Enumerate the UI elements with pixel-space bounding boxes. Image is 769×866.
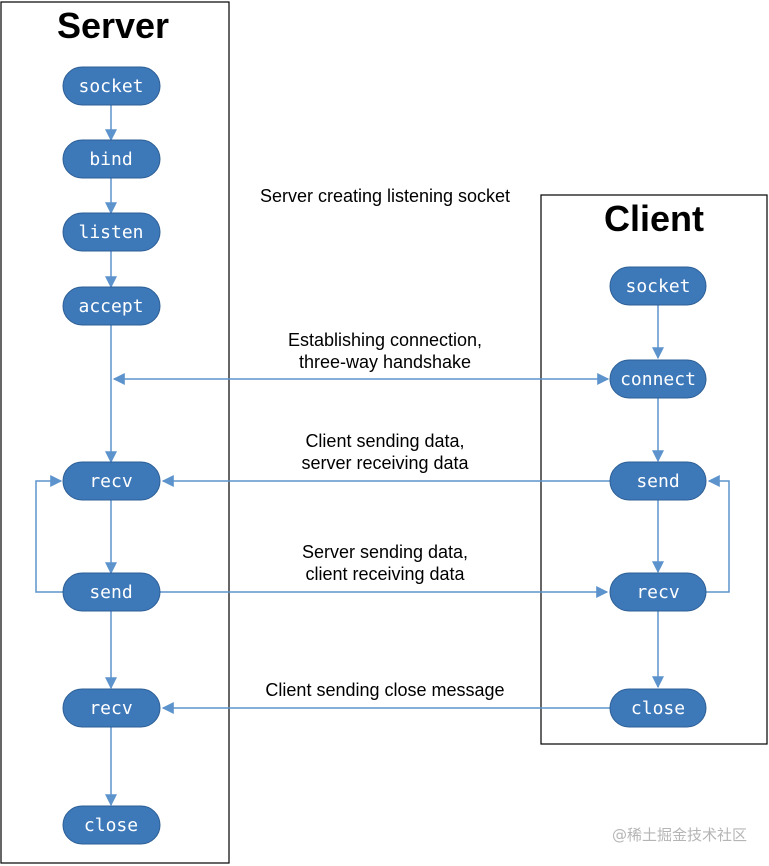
label-handshake-line1: Establishing connection,	[288, 330, 482, 350]
svg-text:socket: socket	[625, 276, 690, 297]
svg-text:bind: bind	[89, 149, 132, 170]
svg-text:accept: accept	[78, 296, 143, 317]
client-panel	[540, 194, 768, 745]
server-socket-node: socket	[62, 66, 161, 106]
label-server-send-line1: Server sending data,	[302, 542, 468, 562]
label-handshake-line2: three-way handshake	[299, 352, 471, 372]
svg-text:send: send	[89, 582, 132, 603]
svg-text:socket: socket	[78, 76, 143, 97]
svg-text:recv: recv	[636, 582, 679, 603]
svg-text:close: close	[631, 698, 685, 719]
server-close-node: close	[62, 805, 161, 845]
svg-text:send: send	[636, 471, 679, 492]
server-recv-node: recv	[62, 461, 161, 501]
client-close-node: close	[609, 688, 707, 728]
server-accept-node: accept	[62, 286, 161, 326]
label-close-message: Client sending close message	[265, 680, 504, 700]
edge-server-loop	[35, 475, 63, 593]
client-socket-node: socket	[609, 266, 707, 306]
client-connect-node: connect	[609, 359, 707, 399]
server-panel	[0, 1, 230, 864]
client-send-node: send	[609, 461, 707, 501]
label-server-send-line2: client receiving data	[305, 564, 465, 584]
server-listen-node: listen	[62, 212, 161, 252]
edge-client-loop	[706, 475, 730, 593]
label-client-send-line1: Client sending data,	[305, 431, 464, 451]
server-bind-node: bind	[62, 139, 161, 179]
svg-text:connect: connect	[620, 369, 696, 390]
svg-text:close: close	[84, 815, 138, 836]
svg-text:recv: recv	[89, 471, 132, 492]
client-recv-node: recv	[609, 572, 707, 612]
watermark: @稀土掘金技术社区	[612, 826, 747, 844]
svg-text:recv: recv	[89, 698, 132, 719]
svg-text:listen: listen	[78, 222, 143, 243]
server-title: Server	[57, 5, 169, 46]
server-send-node: send	[62, 572, 161, 612]
server-recv2-node: recv	[62, 688, 161, 728]
label-listening-socket: Server creating listening socket	[260, 186, 510, 206]
client-title: Client	[604, 198, 704, 239]
label-client-send-line2: server receiving data	[301, 453, 469, 473]
